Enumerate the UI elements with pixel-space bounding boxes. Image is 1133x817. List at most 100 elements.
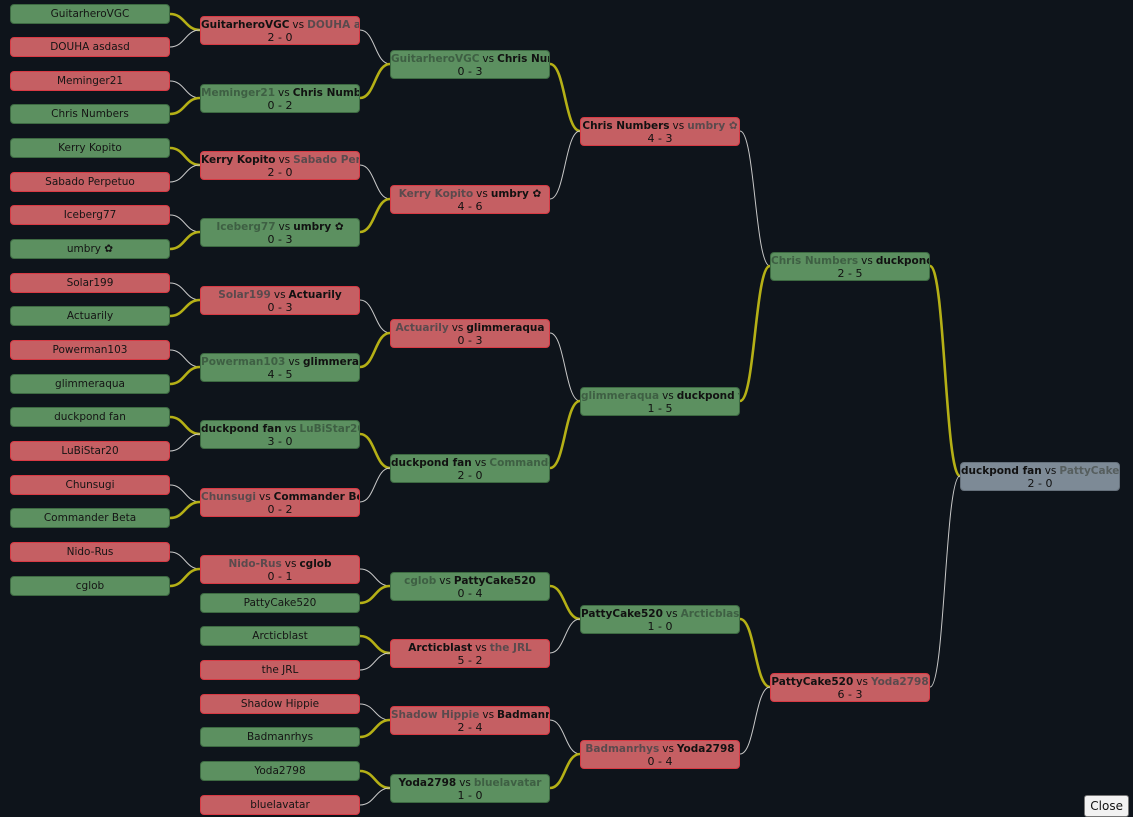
player-one-name: PattyCake520 xyxy=(771,675,854,688)
player-two-name: duckpond fan xyxy=(676,389,739,402)
entrant-box[interactable]: Yoda2798 xyxy=(200,761,360,781)
winner-connector xyxy=(169,365,201,386)
winner-connector xyxy=(169,146,201,167)
vs-label: vs xyxy=(475,641,487,654)
player-two-name: Chris Numbers xyxy=(292,86,359,99)
entrant-box[interactable]: duckpond fan xyxy=(10,407,170,427)
winner-connector xyxy=(169,96,201,116)
loser-connector xyxy=(739,686,771,755)
loser-connector xyxy=(549,719,581,755)
player-two-name: Yoda2798 xyxy=(870,675,929,688)
entrant-box[interactable]: Shadow Hippie xyxy=(200,694,360,714)
loser-connector xyxy=(169,484,201,503)
match-score: 1 - 0 xyxy=(647,619,673,633)
match-box[interactable]: Shadow HippievsBadmanrhys2 - 4 xyxy=(390,705,550,735)
entrant-box[interactable]: umbry ✿ xyxy=(10,239,170,259)
winner-connector xyxy=(169,12,201,32)
player-one-name: Solar199 xyxy=(218,288,271,301)
entrant-box[interactable]: Chris Numbers xyxy=(10,104,170,124)
entrant-box[interactable]: cglob xyxy=(10,576,170,596)
loser-connector xyxy=(929,475,961,688)
final-match-box[interactable]: duckpond fanvsPattyCake5202 - 0 xyxy=(960,461,1120,491)
match-score: 0 - 2 xyxy=(267,98,293,112)
winner-connector xyxy=(169,298,201,318)
entrant-box[interactable]: glimmeraqua xyxy=(10,374,170,394)
match-score: 0 - 2 xyxy=(267,502,293,516)
player-one-name: duckpond fan xyxy=(201,422,282,435)
winner-connector xyxy=(359,718,391,739)
entrant-box[interactable]: the JRL xyxy=(200,660,360,680)
vs-label: vs xyxy=(284,557,297,570)
match-score: 4 - 6 xyxy=(457,199,483,213)
player-one-name: Shadow Hippie xyxy=(391,708,480,721)
winner-connector xyxy=(359,62,391,100)
entrant-box[interactable]: Meminger21 xyxy=(10,71,170,91)
player-one-name: Nido-Rus xyxy=(228,557,282,570)
entrant-box[interactable]: Arcticblast xyxy=(200,626,360,646)
match-score: 0 - 3 xyxy=(457,333,483,347)
entrant-box[interactable]: Solar199 xyxy=(10,273,170,293)
player-one-name: PattyCake520 xyxy=(581,607,663,620)
entrant-box[interactable]: Powerman103 xyxy=(10,340,170,360)
match-score: 2 - 0 xyxy=(267,30,293,44)
entrant-box[interactable]: Actuarily xyxy=(10,306,170,326)
vs-label: vs xyxy=(292,18,305,31)
winner-connector xyxy=(359,634,391,655)
match-score: 0 - 3 xyxy=(267,232,293,246)
entrant-box[interactable]: Chunsugi xyxy=(10,475,170,495)
match-score: 1 - 5 xyxy=(647,401,673,415)
entrant-box[interactable]: Sabado Perpetuo xyxy=(10,172,170,192)
close-button[interactable]: Close xyxy=(1084,795,1129,817)
entrant-box[interactable]: Iceberg77 xyxy=(10,205,170,225)
entrant-box[interactable]: Kerry Kopito xyxy=(10,138,170,158)
match-score: 2 - 5 xyxy=(837,266,863,280)
entrant-box[interactable]: Commander Beta xyxy=(10,508,170,528)
loser-connector xyxy=(169,29,201,48)
vs-label: vs xyxy=(662,742,674,755)
player-one-name: Iceberg77 xyxy=(216,220,276,233)
player-two-name: Chris Numbers xyxy=(497,52,549,65)
entrant-box[interactable]: Badmanrhys xyxy=(200,727,360,747)
entrant-box[interactable]: PattyCake520 xyxy=(200,593,360,613)
player-one-name: Yoda2798 xyxy=(398,776,457,789)
vs-label: vs xyxy=(278,153,291,166)
match-score: 1 - 0 xyxy=(457,788,483,802)
entrant-box[interactable]: DOUHA asdasd xyxy=(10,37,170,57)
winner-connector xyxy=(549,584,581,621)
winner-connector xyxy=(739,617,771,689)
entrant-box[interactable]: LuBiStar20 xyxy=(10,441,170,461)
loser-connector xyxy=(359,703,391,721)
vs-label: vs xyxy=(672,119,685,132)
player-two-name: Sabado Perpetuo xyxy=(293,153,359,166)
loser-connector xyxy=(359,787,391,806)
match-box[interactable]: duckpond fanvsCommander Beta2 - 0 xyxy=(390,453,550,483)
entrant-box[interactable]: GuitarheroVGC xyxy=(10,4,170,24)
entrant-box[interactable]: Nido-Rus xyxy=(10,542,170,562)
entrant-box[interactable]: bluelavatar xyxy=(200,795,360,815)
match-box[interactable]: Powerman103vsglimmeraqua4 - 5 xyxy=(200,352,360,382)
player-two-name: glimmeraqua xyxy=(303,355,359,368)
match-score: 0 - 4 xyxy=(647,754,673,768)
